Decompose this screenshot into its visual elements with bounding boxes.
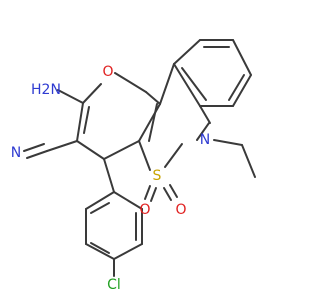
ring-nitrogen-label: N <box>200 132 210 148</box>
bond <box>85 243 115 260</box>
bond <box>232 74 252 107</box>
bond <box>76 140 105 160</box>
bond <box>103 158 115 193</box>
bond <box>103 140 140 160</box>
sulfur-label: S <box>153 168 162 184</box>
atom-label-layer: H2N O N S O O N Cl <box>11 64 210 293</box>
bond <box>23 143 45 152</box>
bond <box>169 184 178 198</box>
bond <box>85 191 115 210</box>
amino-label: H2N <box>31 82 61 98</box>
bond <box>90 202 110 214</box>
ring-oxygen-label: O <box>102 64 113 80</box>
bond <box>150 187 157 202</box>
bond <box>57 89 84 104</box>
bond <box>114 72 147 93</box>
bond <box>213 139 243 146</box>
chlorine-label: Cl <box>107 277 121 293</box>
bond <box>138 140 151 171</box>
bond <box>76 102 84 142</box>
bond <box>82 83 102 104</box>
bond <box>173 63 201 107</box>
bond <box>113 191 143 210</box>
bond <box>90 242 110 254</box>
bond <box>173 39 201 65</box>
bond <box>164 143 183 168</box>
bond <box>83 106 90 134</box>
bond <box>199 105 211 124</box>
bond <box>228 74 245 101</box>
bond-layer <box>23 39 256 277</box>
molecule-structure: H2N O N S O O N Cl <box>11 39 256 293</box>
sulfonyl-oxygen-right-label: O <box>175 202 186 218</box>
bond <box>145 91 161 105</box>
sulfonyl-oxygen-left-label: O <box>139 202 150 218</box>
bond <box>159 63 175 105</box>
bond <box>46 140 78 152</box>
bond <box>148 103 158 142</box>
bond <box>26 150 48 159</box>
bond <box>196 122 210 141</box>
bond <box>113 243 143 260</box>
nitrile-nitrogen-label: N <box>11 145 21 161</box>
bond <box>241 144 256 178</box>
bond <box>232 39 252 76</box>
bond <box>181 67 207 101</box>
bond <box>144 185 151 200</box>
bond <box>163 187 172 201</box>
